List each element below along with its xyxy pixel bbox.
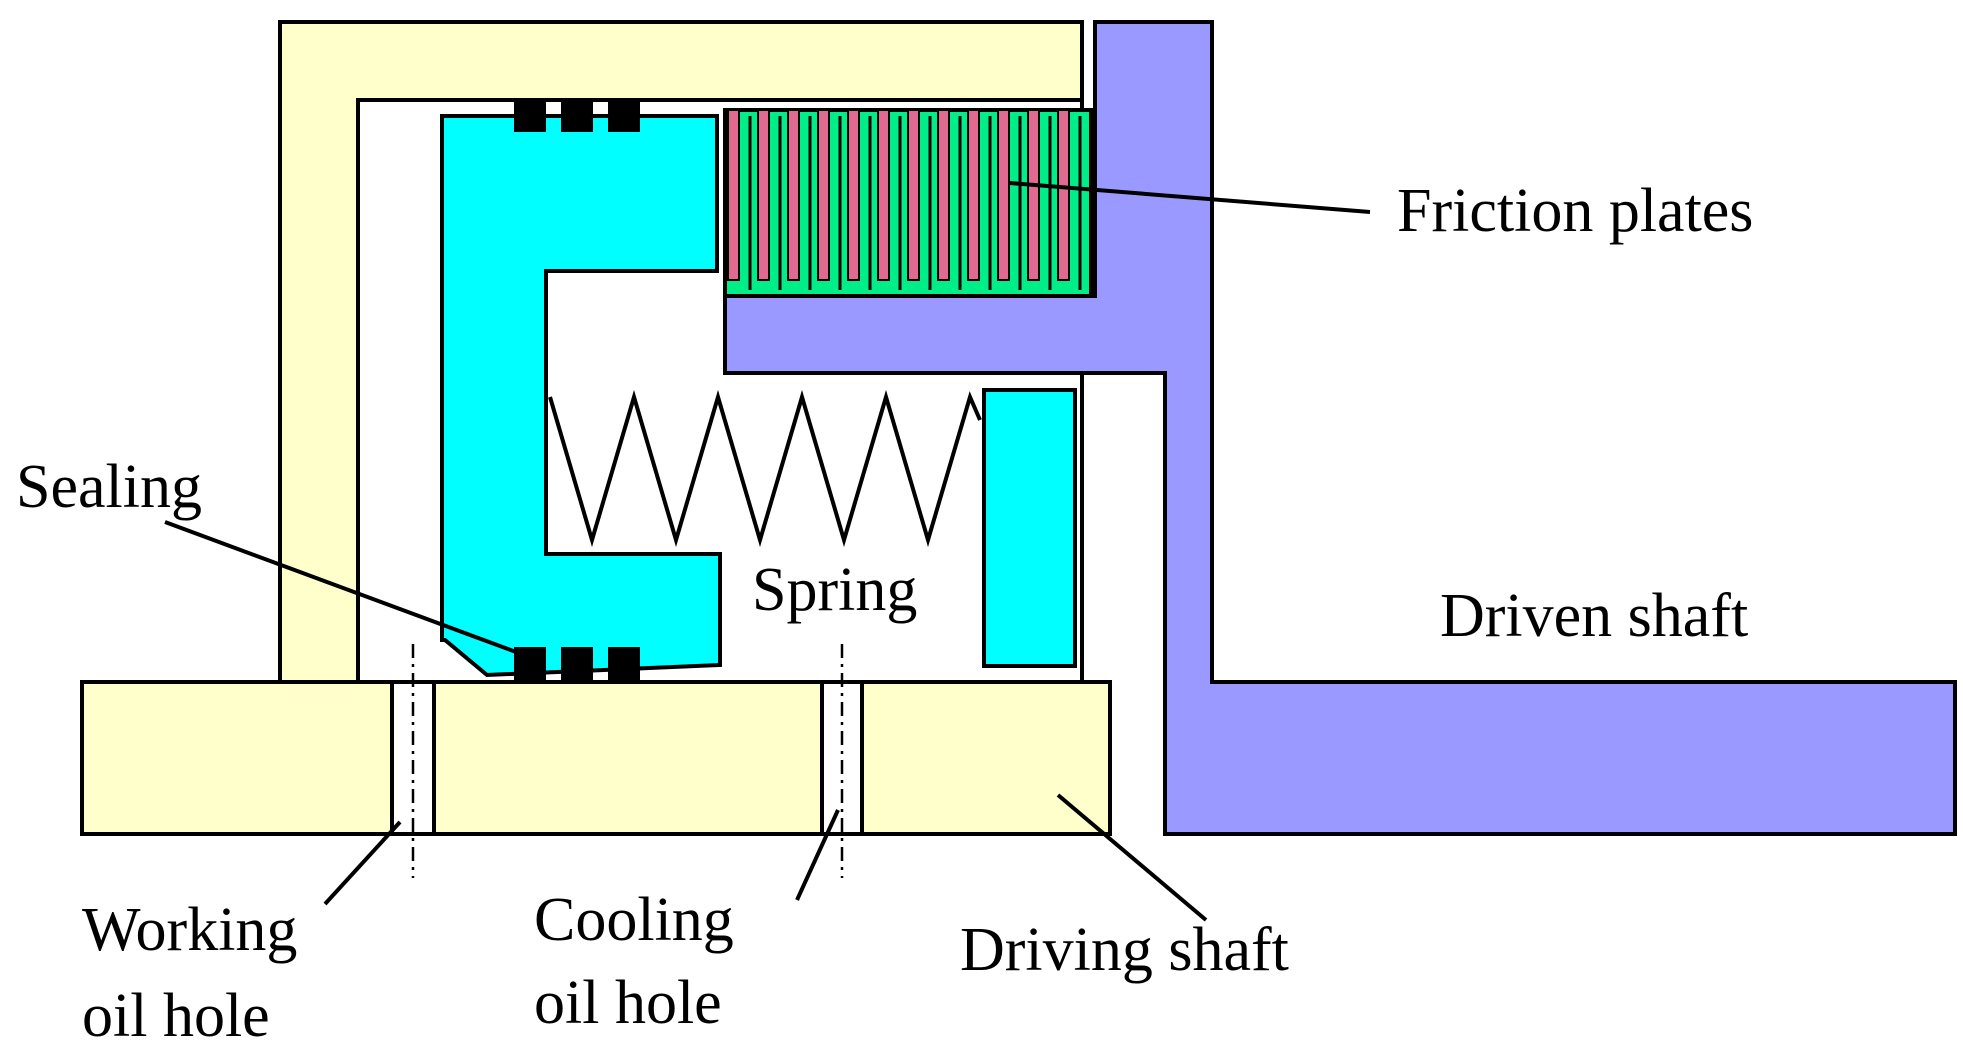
cooling-oil-hole-label-line1: Cooling — [534, 886, 734, 954]
return-spring — [548, 389, 982, 548]
cooling-oil-hole — [820, 644, 864, 878]
sealing-leader — [164, 520, 517, 654]
seals — [514, 101, 640, 681]
seal-bottom-1 — [514, 647, 546, 681]
friction-plates — [723, 108, 1093, 298]
friction-plate-pink — [877, 109, 890, 281]
friction-plates-label: Friction plates — [1397, 177, 1753, 245]
friction-plate-pink — [967, 109, 980, 281]
working-oil-hole-bore — [390, 680, 436, 836]
friction-plate-pink — [937, 109, 950, 281]
driving-shaft-body — [80, 680, 1112, 836]
spring-label: Spring — [752, 556, 917, 624]
working-oil-hole-label-line1: Working — [82, 896, 297, 964]
driving-shaft-label: Driving shaft — [960, 916, 1289, 984]
friction-plate-pink — [727, 109, 740, 281]
seal-top-1 — [514, 101, 546, 132]
working-oil-hole-label-line2: oil hole — [82, 982, 270, 1050]
driven-shaft-label: Driven shaft — [1440, 582, 1748, 650]
friction-plate-pink — [997, 109, 1010, 281]
friction-plates-leader — [1009, 181, 1371, 214]
friction-plate-pink — [1057, 109, 1070, 281]
sealing-label: Sealing — [16, 453, 202, 521]
friction-plate-pink — [757, 109, 770, 281]
seal-top-3 — [608, 101, 640, 132]
driving-shaft-leader — [1056, 793, 1208, 922]
spring-retainer-plate — [982, 388, 1077, 668]
cooling-oil-hole-label-line2: oil hole — [534, 969, 722, 1037]
friction-plate-pink — [847, 109, 860, 281]
friction-plate-pink — [817, 109, 830, 281]
seal-top-2 — [561, 101, 593, 132]
friction-plate-pink — [787, 109, 800, 281]
friction-plate-pink — [1027, 109, 1040, 281]
seal-bottom-2 — [561, 647, 593, 681]
cooling-oil-hole-leader — [795, 809, 840, 901]
working-oil-hole-leader — [323, 820, 402, 906]
piston — [440, 114, 722, 678]
seal-bottom-3 — [608, 647, 640, 681]
working-oil-hole — [390, 644, 436, 878]
friction-plate-pink — [907, 109, 920, 281]
